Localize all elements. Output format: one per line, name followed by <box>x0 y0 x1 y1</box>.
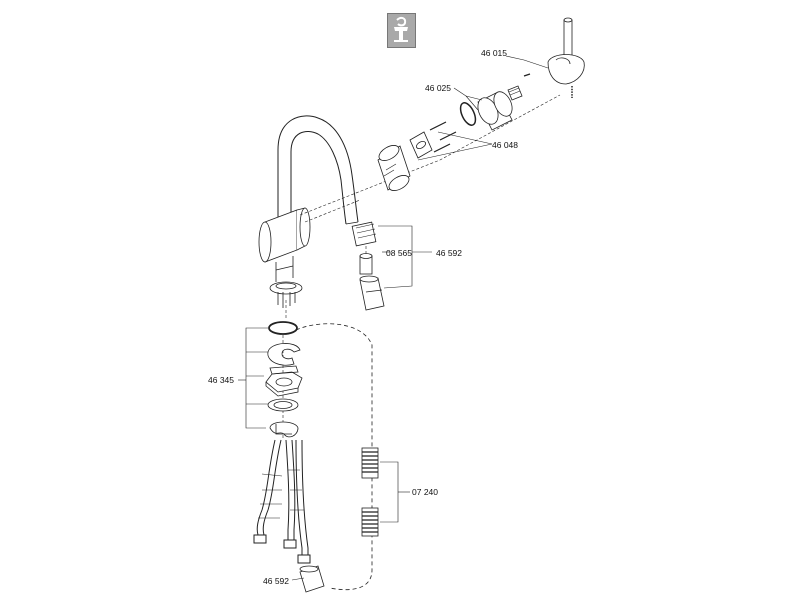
o-ring <box>268 321 298 335</box>
cover-sleeve <box>477 91 513 131</box>
flow-insert <box>359 253 373 275</box>
fixing-nut <box>265 365 303 397</box>
base-mount <box>269 281 303 308</box>
leader-lines <box>238 55 549 581</box>
hose-weight-lower <box>361 507 379 537</box>
part-label-46592-top: 46 592 <box>436 248 462 258</box>
lever-adapter <box>507 85 523 101</box>
part-label-46025: 46 025 <box>425 83 451 93</box>
retaining-ring <box>459 102 477 126</box>
part-label-07240: 07 240 <box>412 487 438 497</box>
flat-washer <box>267 398 299 412</box>
grub-screw <box>523 73 531 77</box>
part-label-46015: 46 015 <box>481 48 507 58</box>
spray-head-connector <box>351 221 377 247</box>
hose-nipple <box>359 275 385 311</box>
part-label-46345: 46 345 <box>208 375 234 385</box>
pullout-hose-path <box>295 323 373 591</box>
horseshoe-washer <box>267 343 301 366</box>
cartridge-flange <box>409 131 433 159</box>
hose-connector-bottom <box>299 565 325 593</box>
supply-hoses <box>253 439 311 564</box>
crescent-washer <box>269 421 299 438</box>
part-label-46048: 46 048 <box>492 140 518 150</box>
fixing-screws <box>429 121 457 153</box>
faucet-spout <box>277 115 359 225</box>
hose-weight-upper <box>361 447 379 479</box>
lever-handle <box>547 17 585 98</box>
part-label-46592-bottom: 46 592 <box>263 576 289 586</box>
cartridge <box>377 145 411 191</box>
faucet-body <box>258 207 311 282</box>
part-label-08565: 08 565 <box>386 248 412 258</box>
faucet-view-icon[interactable] <box>387 13 416 48</box>
